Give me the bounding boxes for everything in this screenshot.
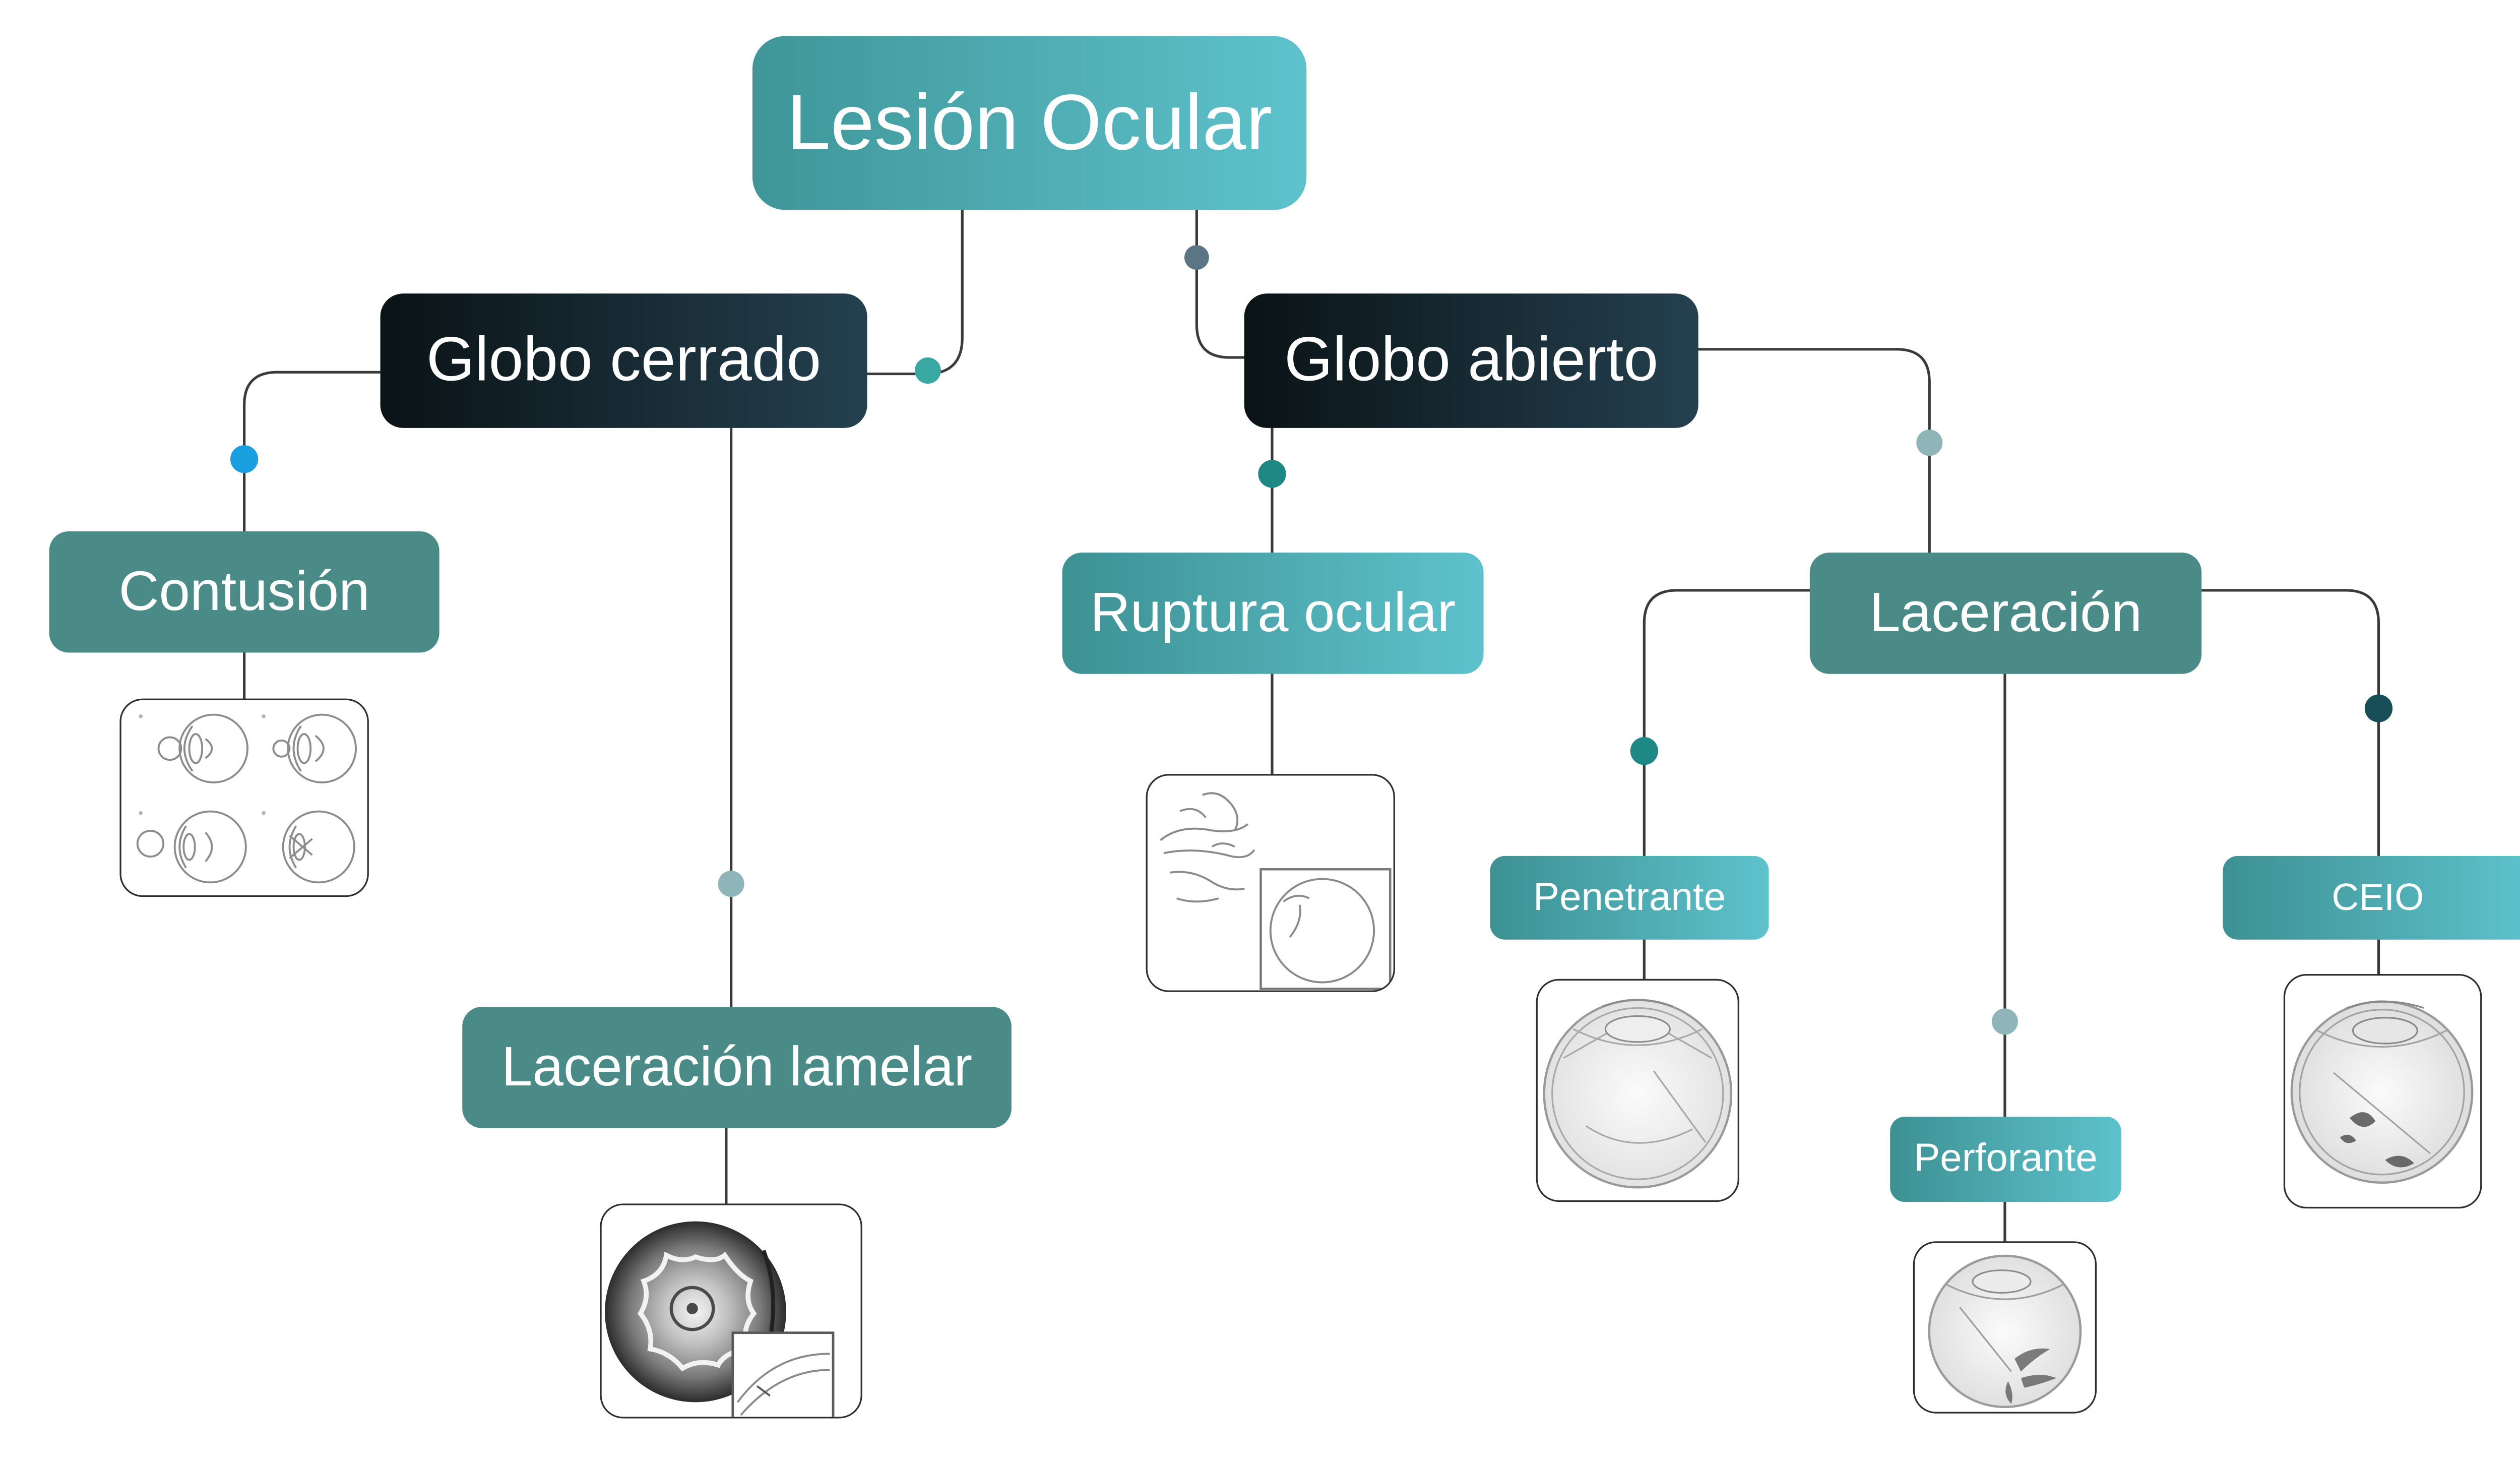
node-label: Ruptura ocular <box>1090 581 1456 644</box>
eyeball-sketch <box>1269 878 1375 984</box>
connector-dot <box>230 445 259 473</box>
node-label: Laceración <box>1869 581 2143 644</box>
node-label: Globo abierto <box>1284 325 1659 395</box>
connector-dot <box>1916 430 1943 456</box>
damage-marks <box>2005 1348 2057 1404</box>
connector-root-to-globo-abierto <box>1195 208 1246 359</box>
eye-perforation-icon <box>1928 1254 2082 1409</box>
connector-globo-cerrado-to-contusion <box>243 371 382 533</box>
lens <box>1604 1015 1671 1043</box>
hand-sketch <box>1160 792 1255 903</box>
connector-globo-abierto-to-laceracion <box>1697 348 1931 554</box>
laceracion-lamelar-illustration <box>600 1203 862 1419</box>
connector-dot <box>2364 694 2393 722</box>
connector-root-to-globo-cerrado <box>866 208 964 376</box>
connector-dot <box>1184 245 1209 270</box>
node-lesion-ocular[interactable]: Lesión Ocular <box>752 36 1307 210</box>
node-contusion[interactable]: Contusión <box>49 531 439 653</box>
connector-dot <box>1991 1008 2018 1035</box>
node-laceracion-lamelar[interactable]: Laceración lamelar <box>462 1007 1012 1128</box>
iris-pattern <box>637 1251 757 1372</box>
node-penetrante[interactable]: Penetrante <box>1490 856 1769 940</box>
node-label: Penetrante <box>1533 875 1726 920</box>
ceio-illustration <box>2283 974 2482 1209</box>
eye-contusion-stages-icon <box>136 713 357 884</box>
node-label: Globo cerrado <box>426 325 822 395</box>
eye-sketch-bottom-left <box>136 810 247 884</box>
eye-sketch-top-left <box>157 713 248 783</box>
iris-lamellar-laceration-icon <box>605 1221 835 1417</box>
connector-dot <box>718 871 744 897</box>
foreign-body-marks <box>2340 1112 2414 1168</box>
node-laceracion[interactable]: Laceración <box>1809 553 2202 674</box>
eye-cross-section-icon <box>1543 999 1733 1189</box>
node-label: Contusión <box>118 560 370 623</box>
connector-laceracion-to-penetrante <box>1643 589 1811 858</box>
contusion-illustration <box>119 698 369 897</box>
hand-pressing-eye-icon <box>1160 792 1392 990</box>
node-label: Laceración lamelar <box>501 1035 973 1098</box>
perforante-illustration <box>1913 1241 2097 1414</box>
lens <box>1972 1269 2032 1294</box>
inset-frame <box>731 1331 835 1417</box>
lens <box>2352 1017 2418 1045</box>
connector-laceracion-to-ceio <box>2200 589 2380 858</box>
node-label: CEIO <box>2332 875 2424 919</box>
eye-foreign-body-icon <box>2290 1000 2474 1184</box>
node-ceio[interactable]: CEIO <box>2223 856 2520 940</box>
connector-dot <box>1630 737 1658 765</box>
eye-sketch-bottom-right <box>282 810 355 884</box>
inset-frame <box>1259 868 1392 990</box>
node-ruptura-ocular[interactable]: Ruptura ocular <box>1062 553 1484 674</box>
penetrante-illustration <box>1536 979 1739 1202</box>
ruptura-ocular-illustration <box>1146 774 1395 992</box>
node-label: Perforante <box>1914 1136 2098 1181</box>
node-globo-abierto[interactable]: Globo abierto <box>1244 293 1698 428</box>
node-perforante[interactable]: Perforante <box>1890 1116 2121 1202</box>
node-globo-cerrado[interactable]: Globo cerrado <box>380 293 867 428</box>
connector-dot <box>1258 460 1286 488</box>
eye-sketch-top-right <box>272 713 357 783</box>
connector-dot <box>914 357 941 384</box>
node-label: Lesión Ocular <box>786 79 1273 167</box>
